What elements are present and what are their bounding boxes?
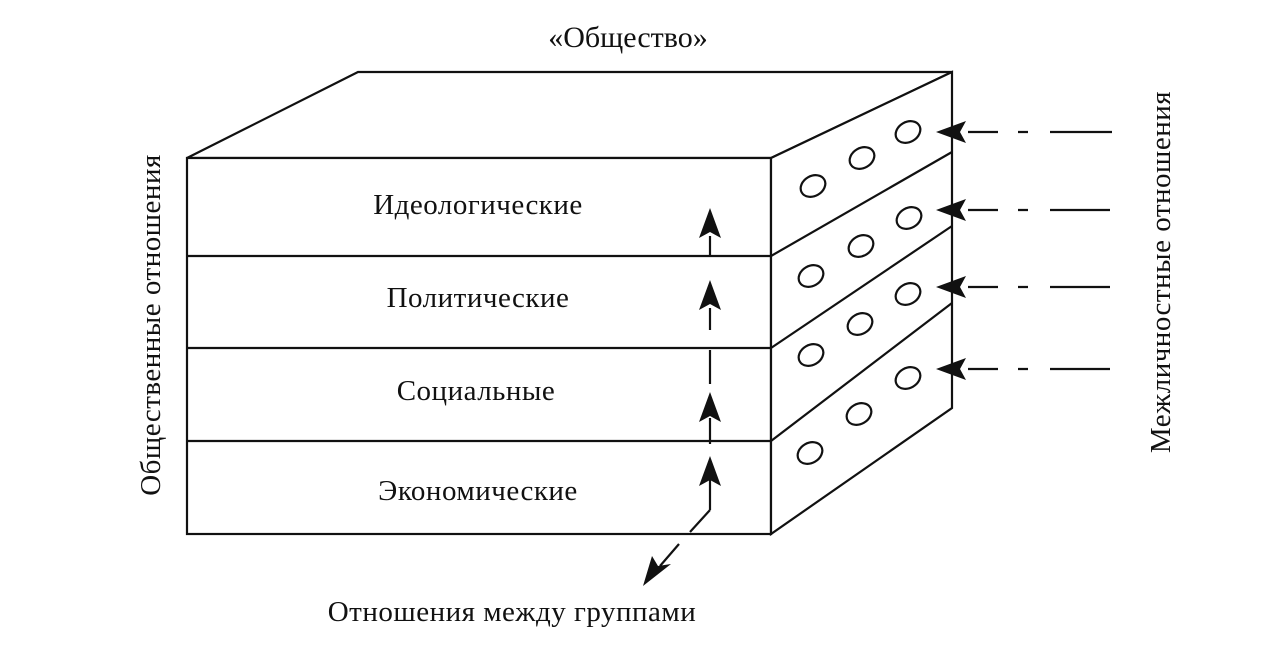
- bottom-label: Отношения между группами: [328, 596, 697, 628]
- side-holes: [796, 120, 923, 465]
- arrow-left-icon: [936, 121, 966, 143]
- left-side-label: Общественные отношения: [135, 154, 167, 496]
- layer-label-social: Социальные: [397, 375, 556, 407]
- hole: [845, 402, 873, 426]
- hole: [894, 120, 922, 144]
- arrow-shaft: [689, 509, 711, 533]
- side-divider-2: [770, 225, 953, 349]
- box-front-face: [185, 156, 773, 536]
- interpersonal-arrows: [936, 121, 1112, 380]
- group-relations-arrows: [643, 208, 721, 586]
- side-divider-3: [770, 302, 953, 442]
- right-side-label: Межличностные отношения: [1145, 91, 1177, 453]
- side-divider-1: [770, 151, 953, 257]
- arrow-left-icon: [936, 358, 966, 380]
- layer-label-political: Политические: [387, 282, 570, 314]
- hole: [796, 441, 824, 465]
- arrow-up-icon: [699, 208, 721, 238]
- hole: [799, 174, 827, 198]
- hole: [894, 366, 922, 390]
- arrow-up-icon: [699, 392, 721, 422]
- layer-label-ideological: Идеологические: [373, 189, 583, 221]
- arrow-down-left-icon: [643, 556, 671, 586]
- arrow-left-icon: [936, 199, 966, 221]
- arrow-left-icon: [936, 276, 966, 298]
- arrow-up-icon: [699, 456, 721, 486]
- layer-label-economic: Экономические: [378, 475, 578, 507]
- hole: [797, 264, 825, 288]
- arrow-shaft: [659, 543, 680, 567]
- arrow-up-icon: [699, 280, 721, 310]
- hole: [848, 146, 876, 170]
- diagram-title: «Общество»: [548, 21, 707, 54]
- hole: [894, 282, 922, 306]
- hole: [847, 234, 875, 258]
- hole: [846, 312, 874, 336]
- hole: [895, 206, 923, 230]
- hole: [797, 343, 825, 367]
